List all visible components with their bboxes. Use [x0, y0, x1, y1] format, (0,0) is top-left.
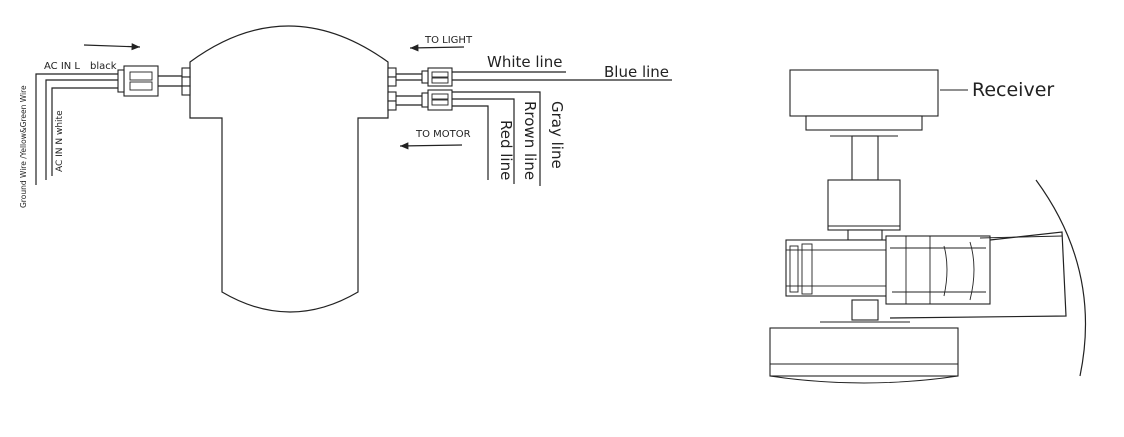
mounting-plate — [805, 115, 923, 137]
ac-in-n-label: AC IN N white — [55, 110, 65, 172]
canopy-cup — [827, 179, 901, 231]
input-arrow — [83, 43, 141, 51]
light-kit-base — [769, 327, 959, 384]
to-light-arrow — [409, 44, 465, 52]
ground-wire-label: Ground Wire /Yellow&Green Wire — [19, 85, 28, 208]
fan-blade-outline — [1035, 179, 1087, 377]
input-terminal — [181, 67, 191, 96]
white-line-label: White line — [487, 53, 562, 71]
receiver-label: Receiver — [972, 79, 1054, 101]
light-wires — [452, 71, 672, 81]
ac-input-wires — [35, 73, 118, 185]
ac-in-l-label: AC IN L — [44, 61, 80, 72]
brown-line-label: Rrown line — [521, 101, 539, 180]
receiver-unit — [789, 69, 968, 117]
receiver-body — [189, 25, 389, 313]
ac-input-connector — [117, 65, 159, 97]
light-connector — [421, 67, 453, 87]
blue-line-label: Blue line — [604, 63, 669, 81]
motor-wires — [452, 91, 541, 186]
gray-line-label: Gray line — [548, 101, 566, 169]
to-motor-label: TO MOTOR — [415, 129, 471, 140]
black-wire-label: black — [90, 61, 117, 72]
downrod — [851, 135, 879, 181]
motor-connector — [421, 89, 453, 111]
fan-blade-arm — [889, 231, 1067, 319]
to-motor-arrow — [399, 142, 463, 150]
to-light-label: TO LIGHT — [424, 35, 473, 46]
lower-shaft — [820, 299, 910, 323]
red-line-label: Red line — [497, 120, 515, 180]
motor-housing — [785, 229, 991, 305]
output-terminal — [387, 67, 397, 111]
